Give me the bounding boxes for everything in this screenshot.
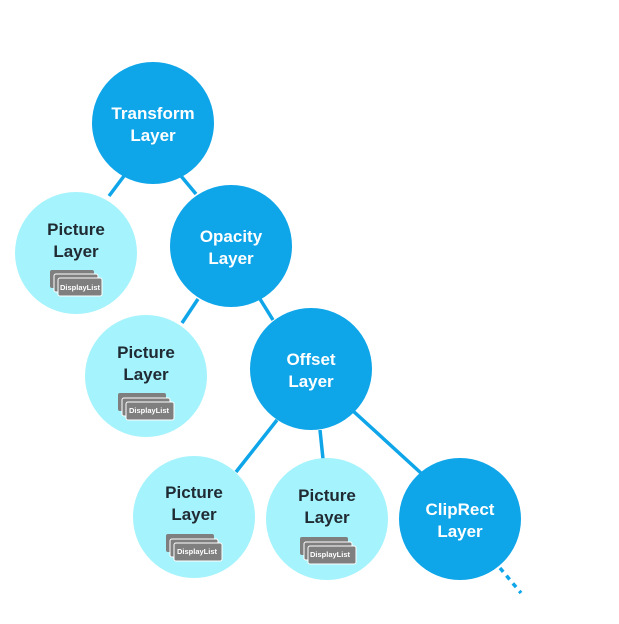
node-label-line1: Picture xyxy=(165,483,223,502)
displaylist-label: DisplayList xyxy=(129,406,170,415)
displaylist-card-stack: DisplayList xyxy=(300,537,357,565)
node-label-line2: Layer xyxy=(288,372,334,391)
tree-edges xyxy=(107,174,523,595)
edge-transform-picture1 xyxy=(107,174,126,198)
node-label-line2: Layer xyxy=(123,365,169,384)
node-opacity-layer: Opacity Layer xyxy=(170,185,292,307)
node-label-line1: Opacity xyxy=(200,227,263,246)
node-label-line2: Layer xyxy=(53,242,99,261)
node-label-line2: Layer xyxy=(130,126,176,145)
edge-cliprect-continuation xyxy=(498,566,523,595)
node-transform-layer: Transform Layer xyxy=(92,62,214,184)
node-label-line2: Layer xyxy=(304,508,350,527)
node-label-line1: Picture xyxy=(298,486,356,505)
edge-offset-picture3 xyxy=(234,418,279,474)
edge-transform-opacity xyxy=(179,174,198,196)
node-label-line1: Offset xyxy=(286,350,335,369)
edge-offset-picture4 xyxy=(318,429,325,460)
displaylist-card-stack: DisplayList xyxy=(166,534,223,562)
node-label-line1: Picture xyxy=(47,220,105,239)
node-picture-layer-2: Picture Layer DisplayList xyxy=(85,315,207,437)
node-label-line1: Transform xyxy=(111,104,194,123)
displaylist-card-stack: DisplayList xyxy=(50,270,103,297)
edge-opacity-picture2 xyxy=(180,298,200,324)
node-picture-layer-4: Picture Layer DisplayList xyxy=(266,458,388,580)
node-label-line1: Picture xyxy=(117,343,175,362)
node-label-line2: Layer xyxy=(208,249,254,268)
edge-opacity-offset xyxy=(258,298,275,321)
node-label-line2: Layer xyxy=(171,505,217,524)
node-label-line2: Layer xyxy=(437,522,483,541)
node-picture-layer-1: Picture Layer DisplayList xyxy=(15,192,137,314)
node-label-line1: ClipRect xyxy=(426,500,495,519)
displaylist-label: DisplayList xyxy=(310,550,351,559)
displaylist-card-stack: DisplayList xyxy=(118,393,175,421)
displaylist-label: DisplayList xyxy=(177,547,218,556)
node-picture-layer-3: Picture Layer DisplayList xyxy=(133,456,255,578)
node-cliprect-layer: ClipRect Layer xyxy=(399,458,521,580)
edge-offset-cliprect xyxy=(350,408,424,476)
node-offset-layer: Offset Layer xyxy=(250,308,372,430)
displaylist-label: DisplayList xyxy=(60,283,101,292)
